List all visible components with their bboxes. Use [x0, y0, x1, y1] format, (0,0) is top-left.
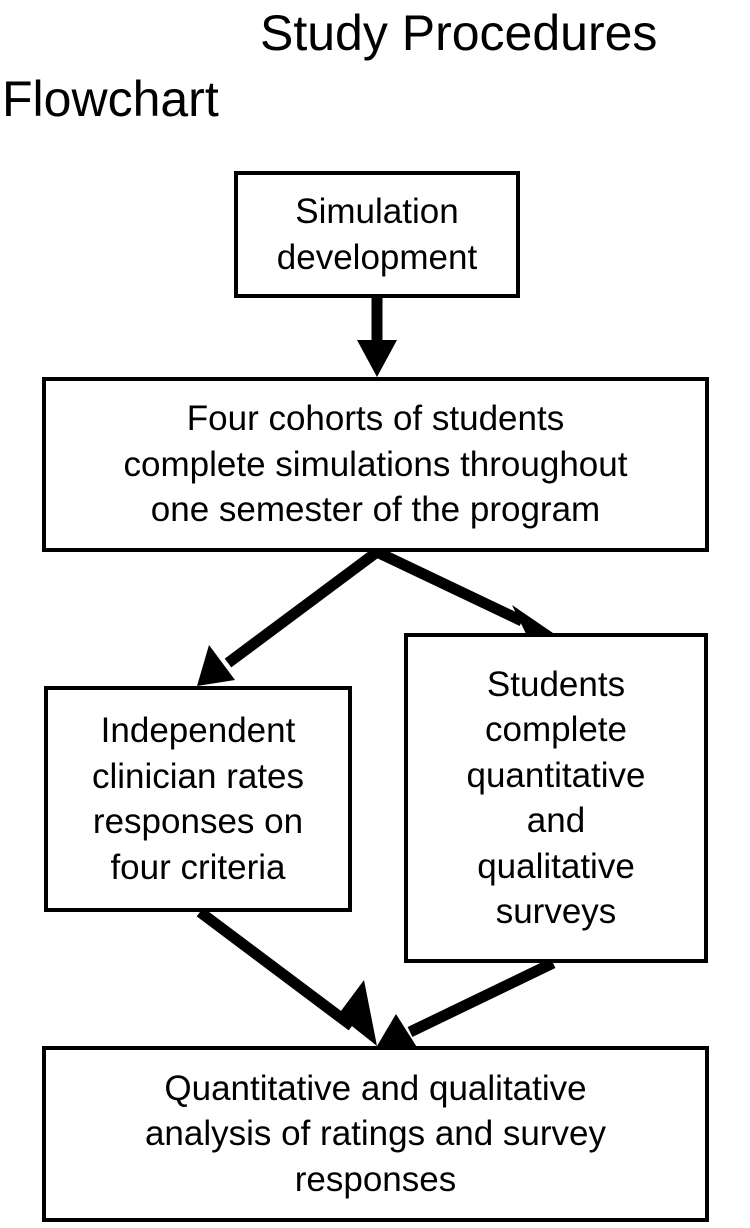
- node-students-complete: Students complete quantitative and quali…: [404, 633, 708, 963]
- diagram-title-line-1: Study Procedures: [260, 5, 658, 61]
- arrow-four-to-stud-shaft: [374, 547, 525, 626]
- arrow-sim-to-four-head: [357, 340, 397, 377]
- arrow-stud-to-quant-shaft: [407, 958, 556, 1037]
- node-simulation-development-label: Simulation development: [276, 192, 478, 277]
- node-students-complete-label: Students complete quantitative and quali…: [466, 664, 646, 932]
- node-quantitative-analysis-label: Quantitative and qualitative analysis of…: [144, 1068, 607, 1199]
- diagram-title-line-2: Flowchart: [2, 71, 219, 127]
- arrow-four-to-indep-head: [197, 645, 235, 686]
- arrow-four-to-indep-shaft: [224, 547, 381, 668]
- node-quantitative-analysis: Quantitative and qualitative analysis of…: [42, 1046, 709, 1222]
- arrow-stud-to-quant-head: [377, 1014, 420, 1052]
- node-independent-clinician: Independent clinician rates responses on…: [44, 686, 352, 912]
- node-independent-clinician-label: Independent clinician rates responses on…: [91, 711, 305, 887]
- node-simulation-development: Simulation development: [234, 171, 520, 298]
- node-four-cohorts-label: Four cohorts of students complete simula…: [123, 399, 628, 530]
- arrow-indep-to-quant-head: [338, 980, 377, 1046]
- arrow-indep-to-quant-shaft: [196, 907, 356, 1031]
- node-four-cohorts: Four cohorts of students complete simula…: [42, 377, 709, 552]
